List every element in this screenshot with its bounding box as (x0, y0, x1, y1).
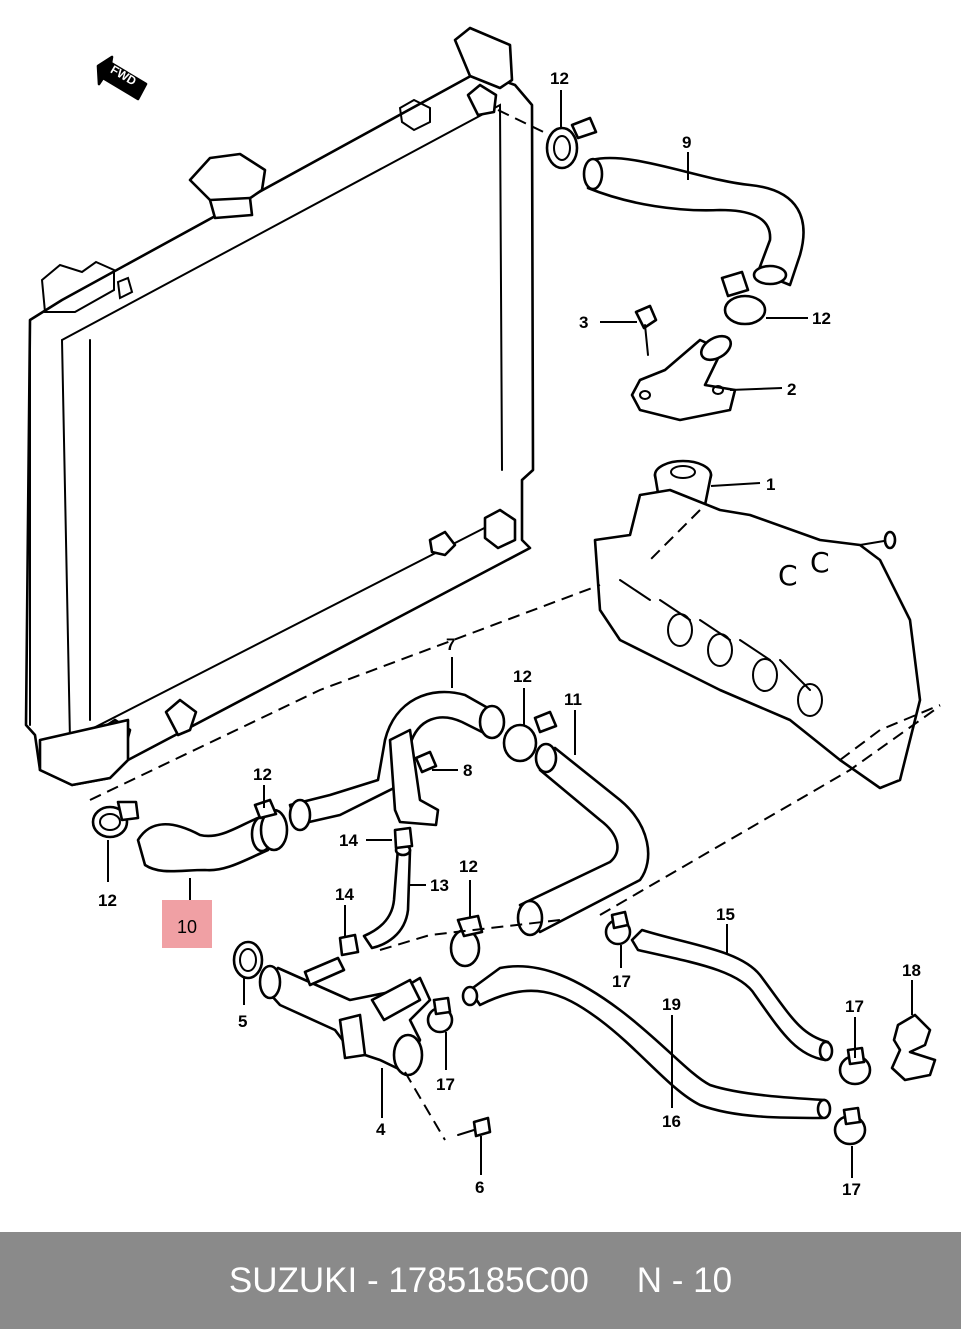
callout-16: 16 (662, 1112, 681, 1131)
hose-11 (516, 742, 650, 937)
clamp-hose10-right (253, 798, 289, 852)
bracket (388, 728, 440, 827)
callout-17-b: 17 (436, 1075, 455, 1094)
callout-17-d: 17 (842, 1180, 861, 1199)
callout-14-lower: 14 (335, 885, 354, 904)
fwd-arrow-icon: FWD (96, 55, 148, 101)
callout-2: 2 (787, 380, 796, 399)
callout-14-upper: 14 (339, 831, 358, 850)
clamp-upper-right (720, 270, 767, 326)
callout-5: 5 (238, 1012, 247, 1031)
callout-15: 15 (716, 905, 735, 924)
clip-14-lower (338, 933, 360, 957)
radiator (24, 26, 561, 787)
hose-10 (136, 815, 274, 873)
callout-12-top: 12 (550, 69, 569, 88)
callout-7: 7 (446, 635, 455, 654)
callout-labels: 1 2 3 4 5 6 7 8 9 10 11 12 12 12 12 12 1… (98, 69, 921, 1199)
clamp-hose11 (502, 710, 558, 763)
callout-12-thermo: 12 (812, 309, 831, 328)
water-inlet-pipe-4 (258, 956, 432, 1077)
callout-12-pipe: 12 (459, 857, 478, 876)
callout-6: 6 (475, 1178, 484, 1197)
callout-3: 3 (579, 313, 588, 332)
callout-10: 10 (177, 917, 197, 937)
hose-16 (461, 964, 832, 1120)
callout-1: 1 (766, 475, 775, 494)
bolt-3 (634, 304, 658, 356)
clamp-17-d (833, 1106, 867, 1146)
callout-12-hose10: 12 (253, 765, 272, 784)
callout-leaders (107, 90, 913, 1178)
hose-13 (362, 843, 412, 950)
clamp-17-a (604, 910, 632, 946)
footer-bar: SUZUKI - 1785185C00 N - 10 (0, 1232, 961, 1329)
intake-manifold: C C (593, 488, 941, 790)
callout-9: 9 (682, 133, 691, 152)
clamp-17-b (426, 996, 454, 1034)
callout-12-hose11: 12 (513, 667, 532, 686)
callout-13: 13 (430, 876, 449, 895)
highlight-box-10 (162, 900, 212, 948)
callout-18: 18 (902, 961, 921, 980)
callout-11: 11 (564, 690, 582, 709)
clip-14-upper (393, 826, 414, 850)
o-ring-5 (232, 940, 264, 980)
parts-diagram: FWD (24, 26, 941, 1199)
callout-17-a: 17 (612, 972, 631, 991)
callout-8: 8 (463, 761, 472, 780)
upper-hose-9 (582, 156, 805, 287)
callout-4: 4 (376, 1120, 386, 1139)
callout-17-c: 17 (845, 997, 864, 1016)
footer-diagram-ref: N - 10 (636, 1260, 733, 1300)
svg-text:C: C (778, 559, 798, 592)
callout-12-left: 12 (98, 891, 117, 910)
footer-part-number: SUZUKI - 1785185C00 (228, 1260, 589, 1300)
svg-text:C: C (810, 546, 830, 579)
clamp-pipe (449, 914, 484, 968)
clamp-lower-left (91, 800, 140, 839)
callout-19: 19 (662, 995, 681, 1014)
clip-18 (890, 1013, 937, 1082)
bolt-6 (404, 1071, 492, 1141)
